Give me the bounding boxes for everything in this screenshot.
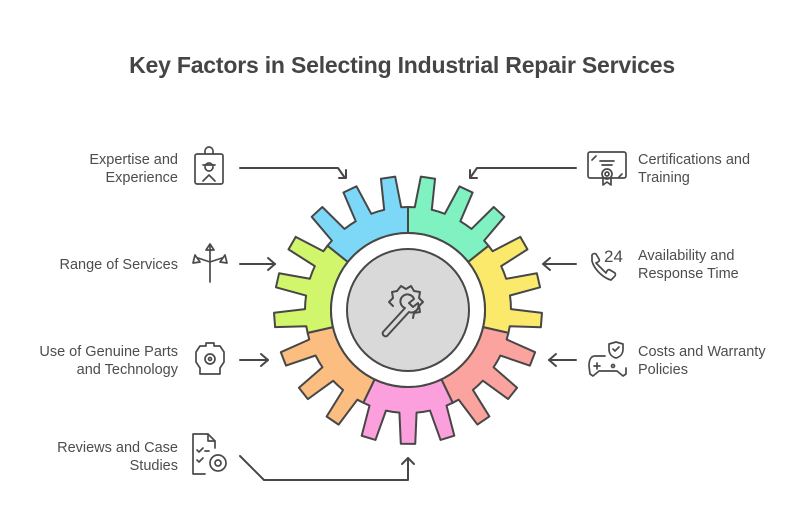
arrow-genuine-parts	[239, 353, 269, 367]
arrow-certifications	[469, 167, 577, 179]
machine-part-icon	[195, 342, 225, 375]
worker-badge-icon	[194, 146, 224, 185]
label-expertise: Expertise and Experience	[89, 151, 178, 187]
phone-24-label: 24	[604, 247, 623, 266]
certificate-icon	[587, 151, 627, 186]
checklist-gear-icon	[192, 433, 227, 475]
label-availability: Availability and Response Time	[638, 247, 739, 283]
label-line: Certifications and	[638, 152, 751, 168]
phone-24-icon	[591, 252, 617, 281]
label-line: Use of Genuine Parts	[39, 344, 178, 360]
label-line: and Technology	[76, 362, 178, 378]
label-costs: Costs and Warranty Policies	[638, 343, 766, 379]
gear-segments	[273, 175, 543, 445]
label-reviews: Reviews and Case Studies	[57, 439, 178, 475]
label-line: Reviews and Case	[57, 440, 178, 456]
label-line: Range of Services	[59, 257, 178, 273]
arrow-expertise	[239, 167, 347, 179]
arrow-reviews	[239, 455, 415, 481]
arrow-availability	[542, 257, 577, 271]
label-line: Experience	[105, 170, 178, 186]
label-certifications: Certifications and Training	[638, 151, 750, 187]
diagram-title: Key Factors in Selecting Industrial Repa…	[129, 52, 675, 78]
arrow-range	[239, 257, 276, 271]
label-line: Costs and Warranty	[638, 344, 766, 360]
label-genuine-parts: Use of Genuine Parts and Technology	[39, 343, 178, 379]
arrow-costs	[548, 353, 577, 367]
wrench-gear-icon	[381, 285, 424, 338]
label-line: Training	[638, 170, 690, 186]
label-line: Expertise and	[89, 152, 178, 168]
label-range: Range of Services	[60, 256, 178, 274]
center-hub	[346, 248, 470, 372]
split-arrows-icon	[192, 243, 228, 283]
label-line: Policies	[638, 362, 688, 378]
label-line: Studies	[129, 458, 178, 474]
label-line: Availability and	[638, 248, 735, 264]
label-line: Response Time	[638, 266, 739, 282]
connectors	[239, 167, 577, 481]
shield-gamepad-icon	[588, 341, 627, 377]
